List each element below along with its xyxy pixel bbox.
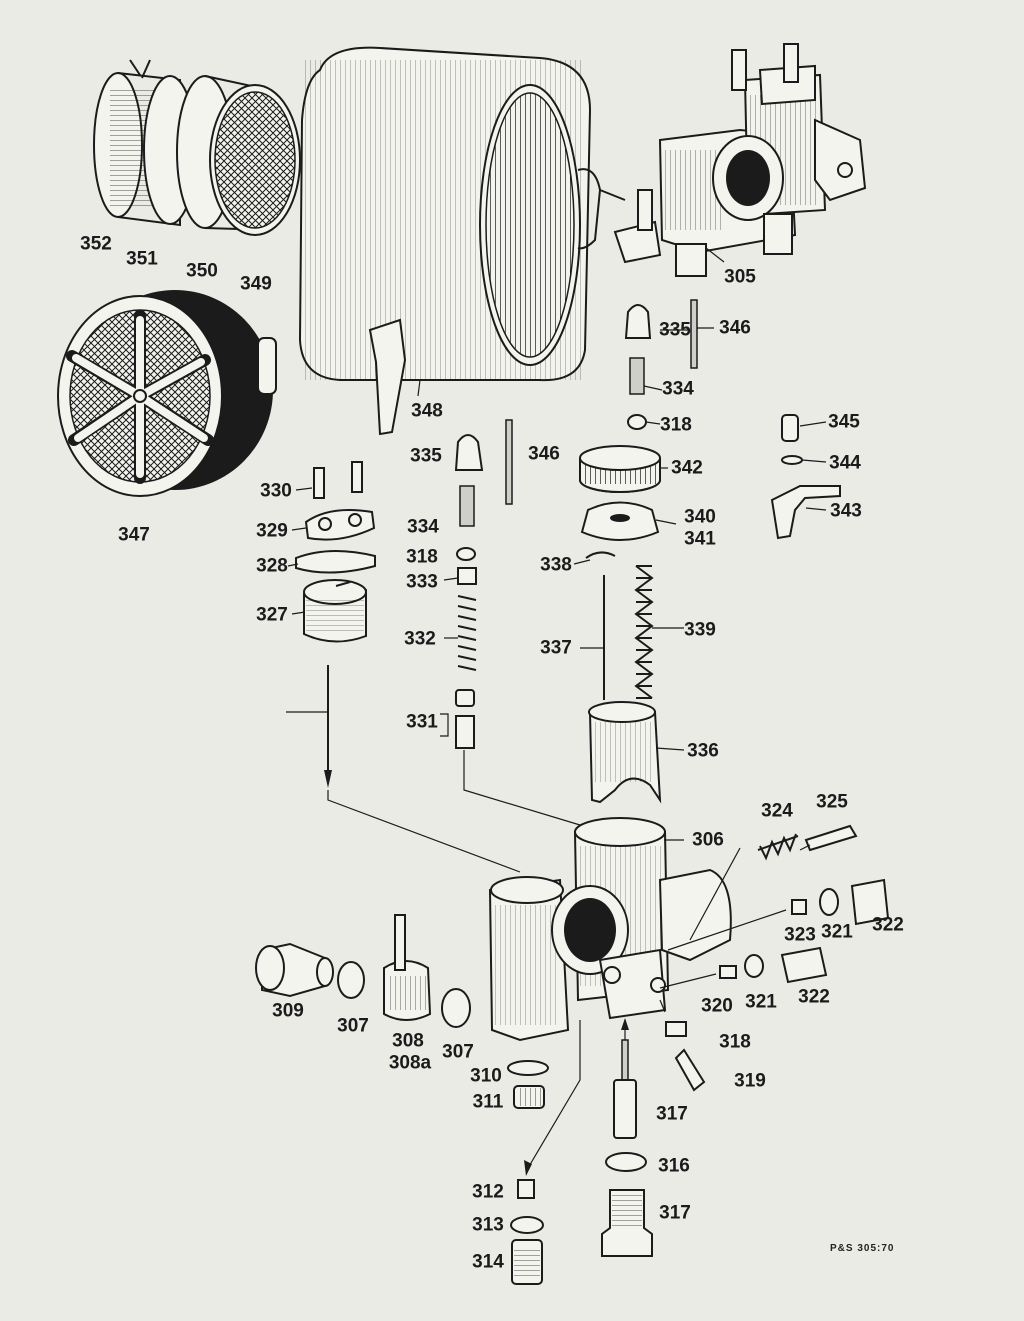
callout-341: 341 — [684, 528, 716, 550]
callout-311: 311 — [472, 1091, 504, 1113]
callout-318-upper: 318 — [660, 414, 692, 436]
callout-307-right: 307 — [442, 1041, 474, 1063]
callout-335-upper: 335 — [659, 319, 691, 341]
locking-ring-and-cap — [579, 445, 661, 541]
banjo-fuel-union — [255, 914, 471, 1028]
callout-351: 351 — [126, 248, 158, 270]
main-jet-column — [507, 1020, 581, 1285]
pilot-air-and-screw-parts — [659, 824, 890, 1092]
needle-spring-slide — [585, 551, 662, 804]
callout-324: 324 — [761, 800, 793, 822]
label-leader-lines — [287, 247, 827, 841]
callout-347: 347 — [118, 524, 150, 546]
callout-310: 310 — [470, 1065, 502, 1087]
float-needle-and-leaders — [286, 665, 581, 873]
figure-code: P&S 305:70 — [830, 1243, 895, 1254]
callout-323: 323 — [784, 924, 816, 946]
callout-320: 320 — [701, 995, 733, 1017]
callout-325: 325 — [816, 791, 848, 813]
callout-307-left: 307 — [337, 1015, 369, 1037]
callout-342: 342 — [671, 457, 703, 479]
callout-321-lower: 321 — [745, 991, 777, 1013]
callout-340: 340 — [684, 506, 716, 528]
callout-335-lower: 335 — [410, 445, 442, 467]
callout-334-lower: 334 — [407, 516, 439, 538]
callout-348: 348 — [411, 400, 443, 422]
callout-322-upper: 322 — [872, 914, 904, 936]
callout-343: 343 — [830, 500, 862, 522]
callout-339: 339 — [684, 619, 716, 641]
carburettor-body — [488, 817, 732, 1042]
callout-305: 305 — [724, 266, 756, 288]
callout-331: 331 — [406, 711, 438, 733]
callout-350: 350 — [186, 260, 218, 282]
callout-322-lower: 322 — [798, 986, 830, 1008]
cap-and-needle-parts-upper — [624, 299, 698, 430]
callout-334-upper: 334 — [662, 378, 694, 400]
callout-352: 352 — [80, 233, 112, 255]
callout-321-upper: 321 — [821, 921, 853, 943]
callout-306: 306 — [692, 829, 724, 851]
callout-329: 329 — [256, 520, 288, 542]
callout-313: 313 — [472, 1214, 504, 1236]
callout-333: 333 — [406, 571, 438, 593]
callout-336: 336 — [687, 740, 719, 762]
callout-349: 349 — [240, 273, 272, 295]
filter-cap — [57, 290, 277, 497]
callout-338: 338 — [540, 554, 572, 576]
needle-jet-column — [601, 1018, 653, 1257]
bracket-parts — [770, 414, 841, 540]
callout-344: 344 — [829, 452, 861, 474]
callout-317: 317 — [659, 1202, 691, 1224]
callout-346-lower: 346 — [528, 443, 560, 465]
callout-309: 309 — [272, 1000, 304, 1022]
throttle-stop-parts — [440, 419, 513, 749]
callout-328: 328 — [256, 555, 288, 577]
callout-337: 337 — [540, 637, 572, 659]
air-cleaner-housing — [298, 46, 626, 436]
callout-318-lower: 318 — [406, 546, 438, 568]
filter-ring-parts — [93, 59, 301, 236]
carburettor-assembly — [613, 43, 867, 277]
callout-330: 330 — [260, 480, 292, 502]
callout-318-right: 318 — [719, 1031, 751, 1053]
callout-327: 327 — [256, 604, 288, 626]
callout-319: 319 — [734, 1070, 766, 1092]
callout-332: 332 — [404, 628, 436, 650]
callout-346-upper: 346 — [719, 317, 751, 339]
callout-345: 345 — [828, 411, 860, 433]
callout-308a: 308a — [388, 1052, 432, 1074]
float-chamber-cover-parts — [295, 461, 376, 643]
callout-314: 314 — [472, 1251, 504, 1273]
callout-308: 308 — [392, 1030, 424, 1052]
callout-315: 317 — [656, 1103, 688, 1125]
callout-316: 316 — [658, 1155, 690, 1177]
callout-312: 312 — [472, 1181, 504, 1203]
